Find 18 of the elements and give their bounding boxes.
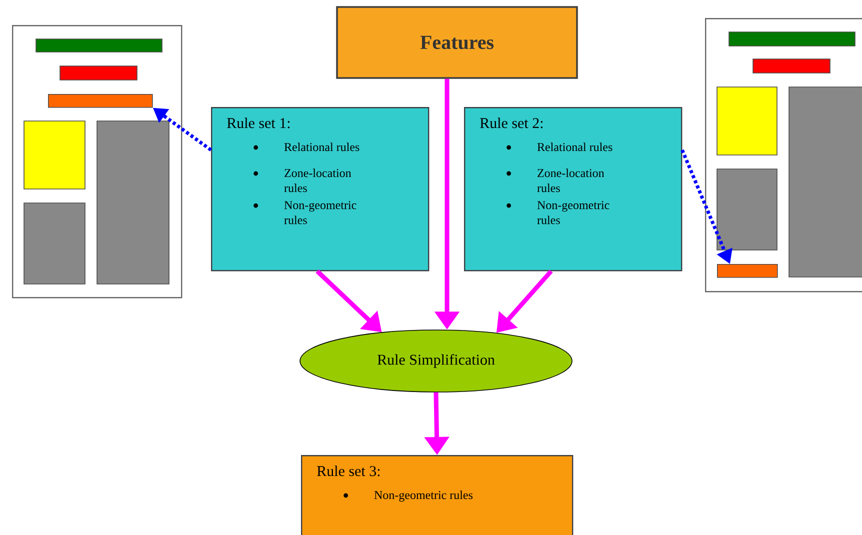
- heading: Rule set 3:: [317, 466, 380, 476]
- rule-set-box: [211, 107, 430, 272]
- layout-bar: [48, 94, 153, 108]
- layout-bar: [717, 264, 778, 278]
- bullet-item: Relational rules: [537, 142, 612, 152]
- bullet-item: Non-geometric rules: [374, 490, 473, 502]
- heading: Rule set 2:: [480, 118, 543, 128]
- page-layout-drawing: [12, 25, 182, 298]
- bullet-item: Zone-location rules: [537, 168, 604, 192]
- bullet-item: Zone-location rules: [284, 168, 352, 192]
- rule-set-box: [301, 454, 574, 535]
- bullet-item: Relational rules: [284, 142, 360, 152]
- title-box: Features: [336, 6, 578, 79]
- heading: Rule set 1:: [227, 118, 290, 128]
- bullet-item: Non-geometric rules: [537, 201, 610, 224]
- bullet-item: Non-geometric rules: [284, 201, 356, 224]
- page-layout-drawing: [705, 18, 862, 292]
- rule-set-box: [464, 107, 682, 272]
